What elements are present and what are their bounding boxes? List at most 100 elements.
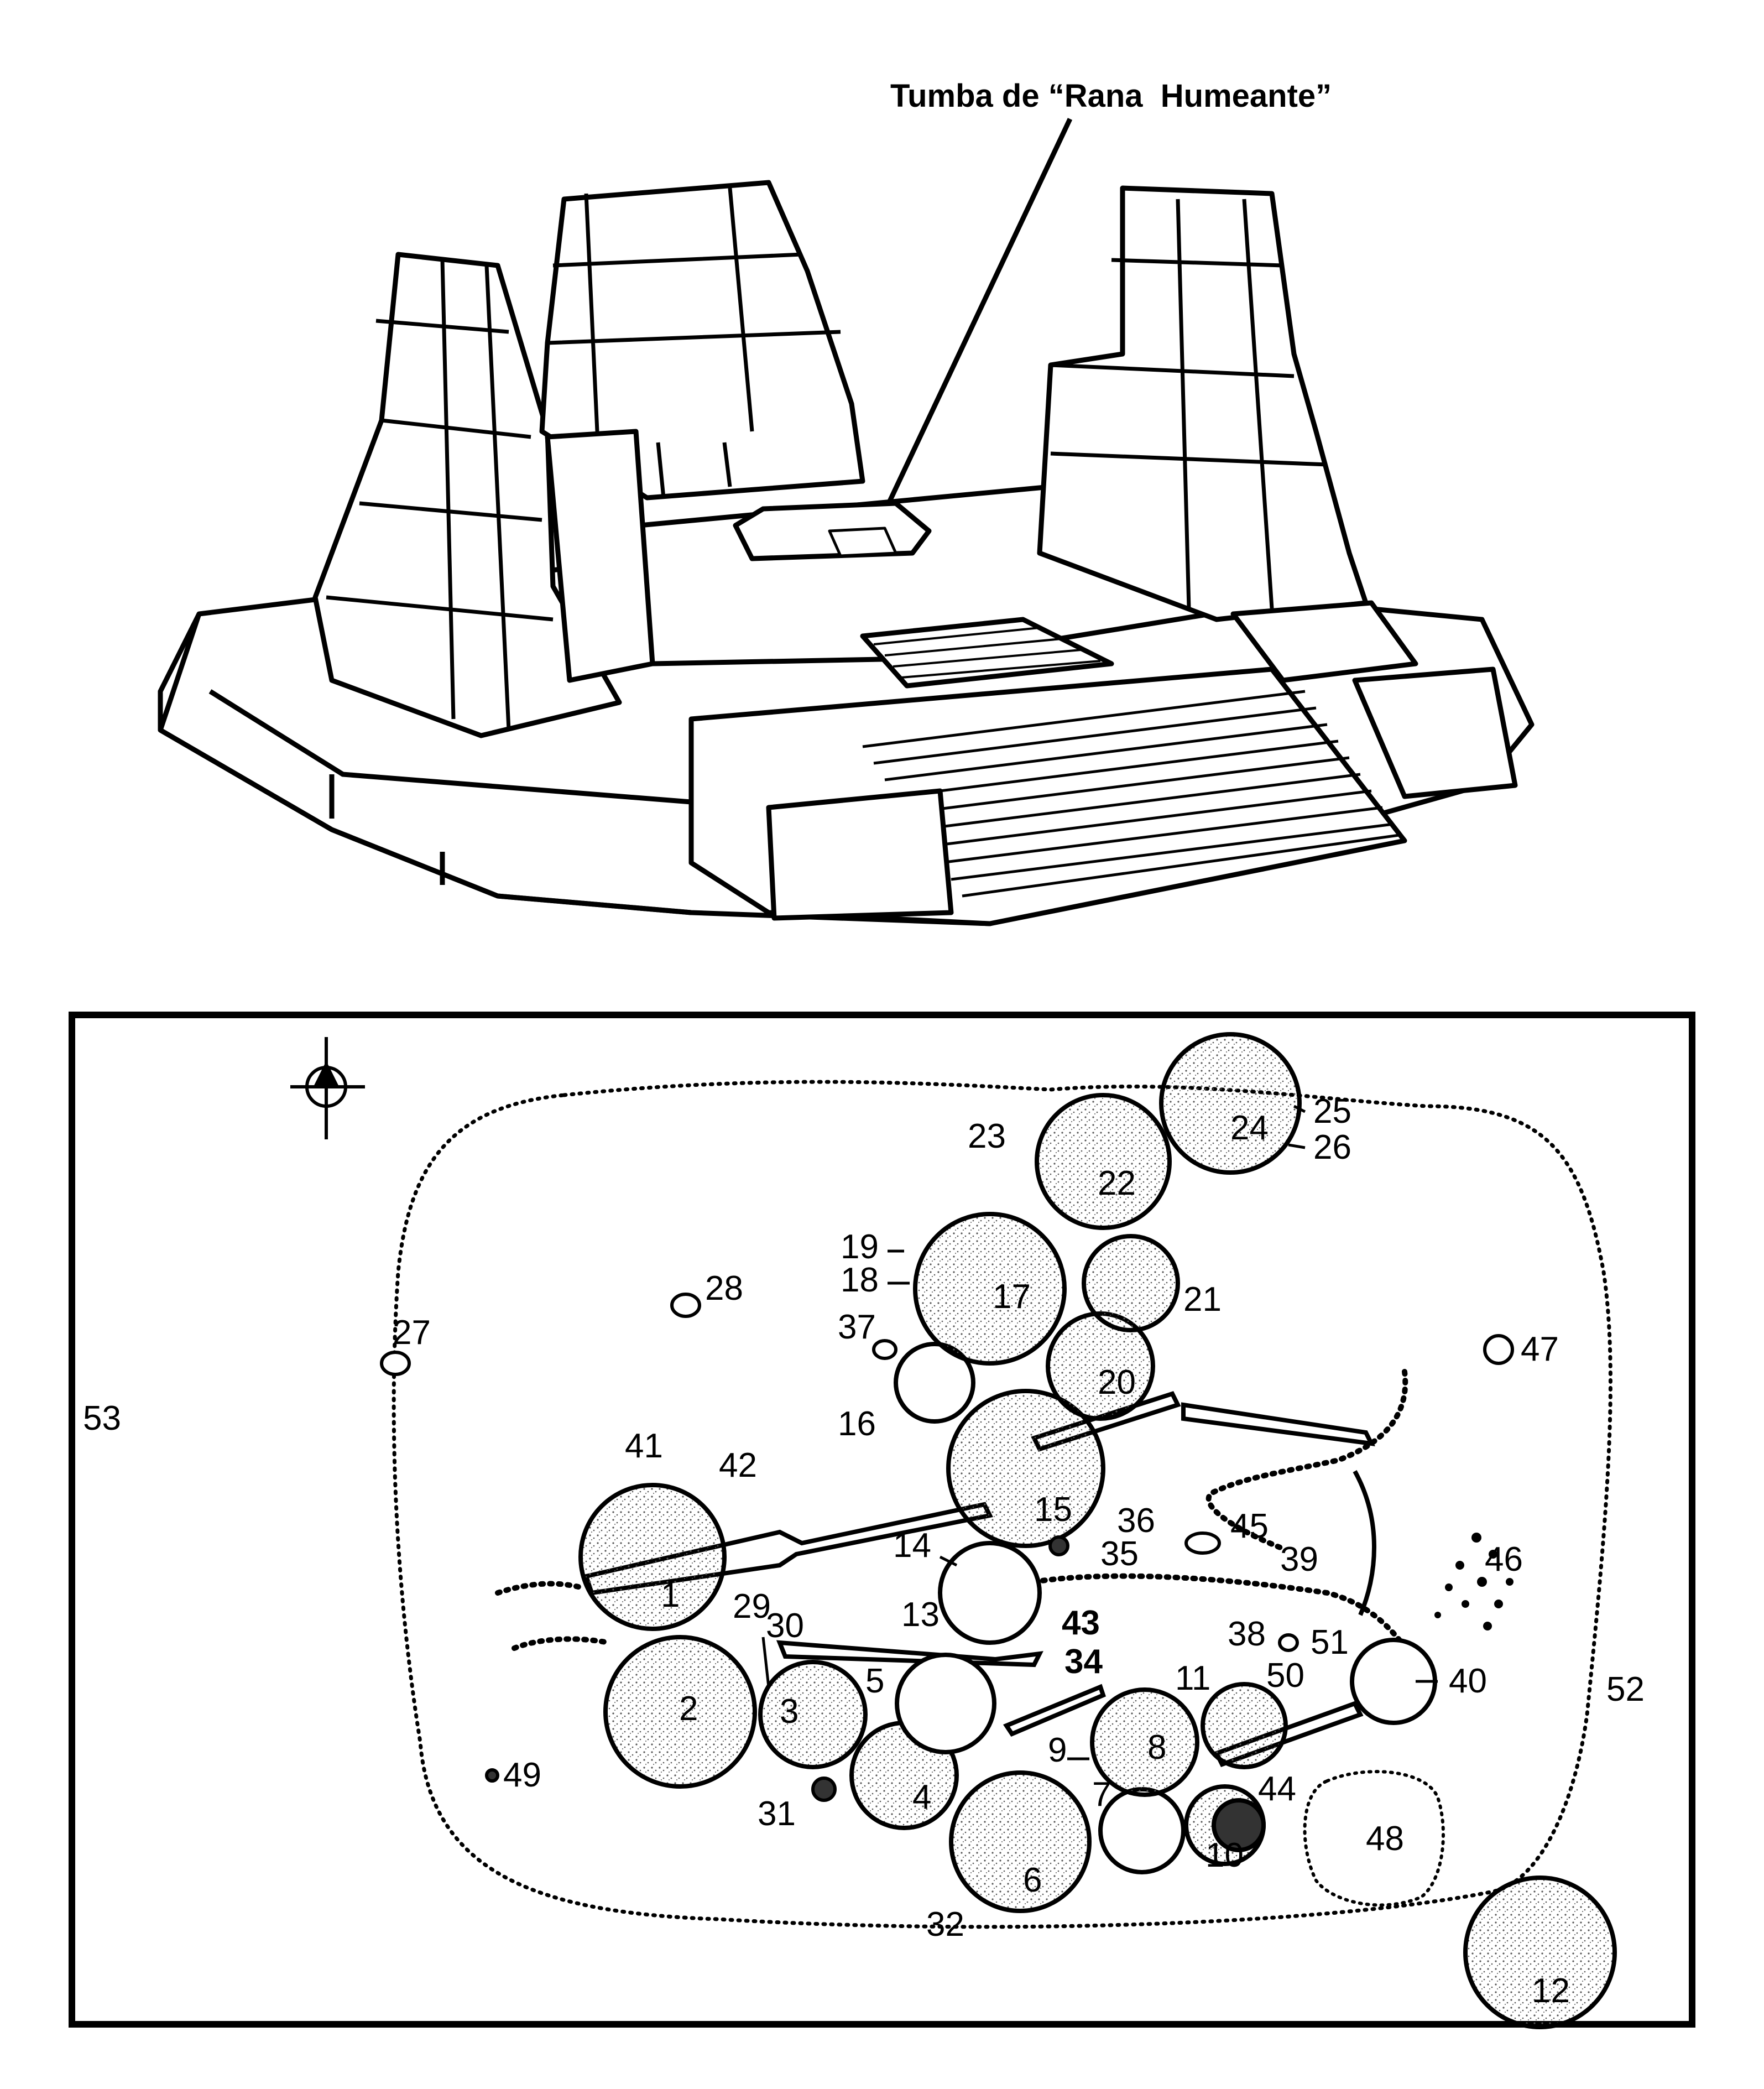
feature-label-36: 36 <box>1117 1502 1155 1540</box>
feature-label-35: 35 <box>1100 1535 1139 1573</box>
upper-stair <box>860 617 1114 689</box>
feature-7 <box>1098 1787 1186 1874</box>
object-27 <box>380 1351 411 1376</box>
feature-21 <box>1082 1234 1180 1332</box>
feature-1 <box>578 1483 727 1631</box>
platform-front-edge <box>158 612 692 915</box>
front-stair-steps <box>862 690 1400 898</box>
feature-label-10: 10 <box>1205 1836 1244 1874</box>
plan-frame <box>69 1012 1695 2028</box>
feature-label-45: 45 <box>1230 1507 1269 1545</box>
feature-5 <box>895 1653 996 1754</box>
feature-label-2: 2 <box>679 1690 698 1728</box>
diagram-title: Tumba de “Rana Humeante” <box>890 78 1332 114</box>
right-tower-courses <box>1050 199 1328 609</box>
object-36 <box>1048 1535 1069 1556</box>
pointer-lines <box>761 1105 1438 1760</box>
area-48 <box>1303 1770 1445 1907</box>
feature-17 <box>913 1212 1067 1366</box>
scatter-46 <box>1434 1533 1514 1630</box>
feature-label-41: 41 <box>625 1427 663 1465</box>
feature-label-4: 4 <box>912 1778 931 1816</box>
feature-label-39: 39 <box>1280 1540 1318 1579</box>
front-left-pillar <box>766 788 954 921</box>
small-objects <box>380 1293 1514 1802</box>
feature-label-51: 51 <box>1311 1623 1349 1661</box>
feature-label-48: 48 <box>1366 1820 1404 1858</box>
feature-label-53: 53 <box>83 1399 121 1437</box>
feature-label-14: 14 <box>893 1527 931 1565</box>
feature-label-52: 52 <box>1606 1670 1645 1708</box>
feature-label-11: 11 <box>1175 1659 1210 1697</box>
left-tower <box>312 252 622 738</box>
feature-6 <box>949 1770 1092 1913</box>
feature-label-5: 5 <box>865 1662 884 1700</box>
feature-11 <box>1201 1682 1288 1769</box>
feature-44 <box>1212 1798 1266 1852</box>
feature-label-50: 50 <box>1266 1656 1304 1695</box>
right-tower <box>1037 185 1369 622</box>
feature-22 <box>1035 1093 1172 1230</box>
feature-circles <box>578 1032 1617 2029</box>
feature-label-18: 18 <box>841 1261 879 1299</box>
feature-label-44: 44 <box>1258 1770 1296 1808</box>
feature-label-6: 6 <box>1023 1861 1042 1899</box>
feature-label-34: 34 <box>1064 1643 1103 1681</box>
feature-label-12: 12 <box>1532 1972 1570 2010</box>
title-pointer-line <box>882 118 1073 513</box>
cord-line <box>1353 1470 1376 1616</box>
feature-label-37: 37 <box>838 1308 876 1346</box>
left-tower-courses <box>326 259 554 731</box>
feature-3 <box>758 1660 868 1769</box>
feature-8 <box>1090 1687 1199 1797</box>
feature-label-3: 3 <box>780 1692 799 1731</box>
compass-north-icon <box>290 1037 365 1139</box>
object-31 <box>811 1777 837 1802</box>
feature-label-31: 31 <box>758 1795 796 1833</box>
feature-label-16: 16 <box>838 1405 876 1443</box>
feature-label-21: 21 <box>1183 1280 1222 1319</box>
feature-label-7: 7 <box>1092 1775 1111 1814</box>
feature-label-22: 22 <box>1098 1164 1136 1202</box>
feature-label-47: 47 <box>1521 1330 1559 1368</box>
feature-15 <box>946 1389 1105 1548</box>
feature-label-29: 29 <box>733 1587 771 1626</box>
back-tower-courses <box>547 187 841 498</box>
tomb-steps <box>828 527 897 558</box>
feature-label-43: 43 <box>1062 1604 1100 1642</box>
feature-16 <box>894 1342 975 1424</box>
object-38 <box>1278 1633 1299 1652</box>
feature-label-26: 26 <box>1313 1128 1351 1166</box>
feature-label-25: 25 <box>1313 1092 1351 1131</box>
right-wing <box>1230 600 1418 683</box>
feature-label-30: 30 <box>766 1607 804 1645</box>
feature-label-1: 1 <box>661 1576 680 1614</box>
feature-label-19: 19 <box>841 1228 879 1266</box>
object-28 <box>670 1293 701 1318</box>
upper-stair-steps <box>873 627 1101 679</box>
feature-label-8: 8 <box>1147 1728 1166 1767</box>
feature-label-28: 28 <box>705 1269 743 1307</box>
temple-illustration <box>158 180 1535 926</box>
feature-label-24: 24 <box>1230 1109 1269 1147</box>
feature-label-32: 32 <box>926 1905 964 1944</box>
object-37 <box>872 1339 897 1360</box>
feature-label-20: 20 <box>1098 1363 1136 1402</box>
feature-label-13: 13 <box>901 1596 940 1634</box>
feature-24 <box>1159 1032 1302 1175</box>
front-right-pillar <box>1352 666 1518 799</box>
feature-2 <box>603 1635 757 1789</box>
feature-label-42: 42 <box>719 1446 757 1484</box>
object-45 <box>1184 1531 1221 1555</box>
left-wing <box>545 429 655 683</box>
feature-label-38: 38 <box>1228 1615 1266 1653</box>
object-49 <box>485 1768 499 1783</box>
feature-label-9: 9 <box>1048 1731 1067 1769</box>
feature-12 <box>1463 1876 1617 2029</box>
feature-label-23: 23 <box>968 1117 1006 1155</box>
feature-13 <box>938 1541 1042 1645</box>
object-47 <box>1483 1334 1514 1365</box>
feature-label-40: 40 <box>1449 1662 1487 1700</box>
